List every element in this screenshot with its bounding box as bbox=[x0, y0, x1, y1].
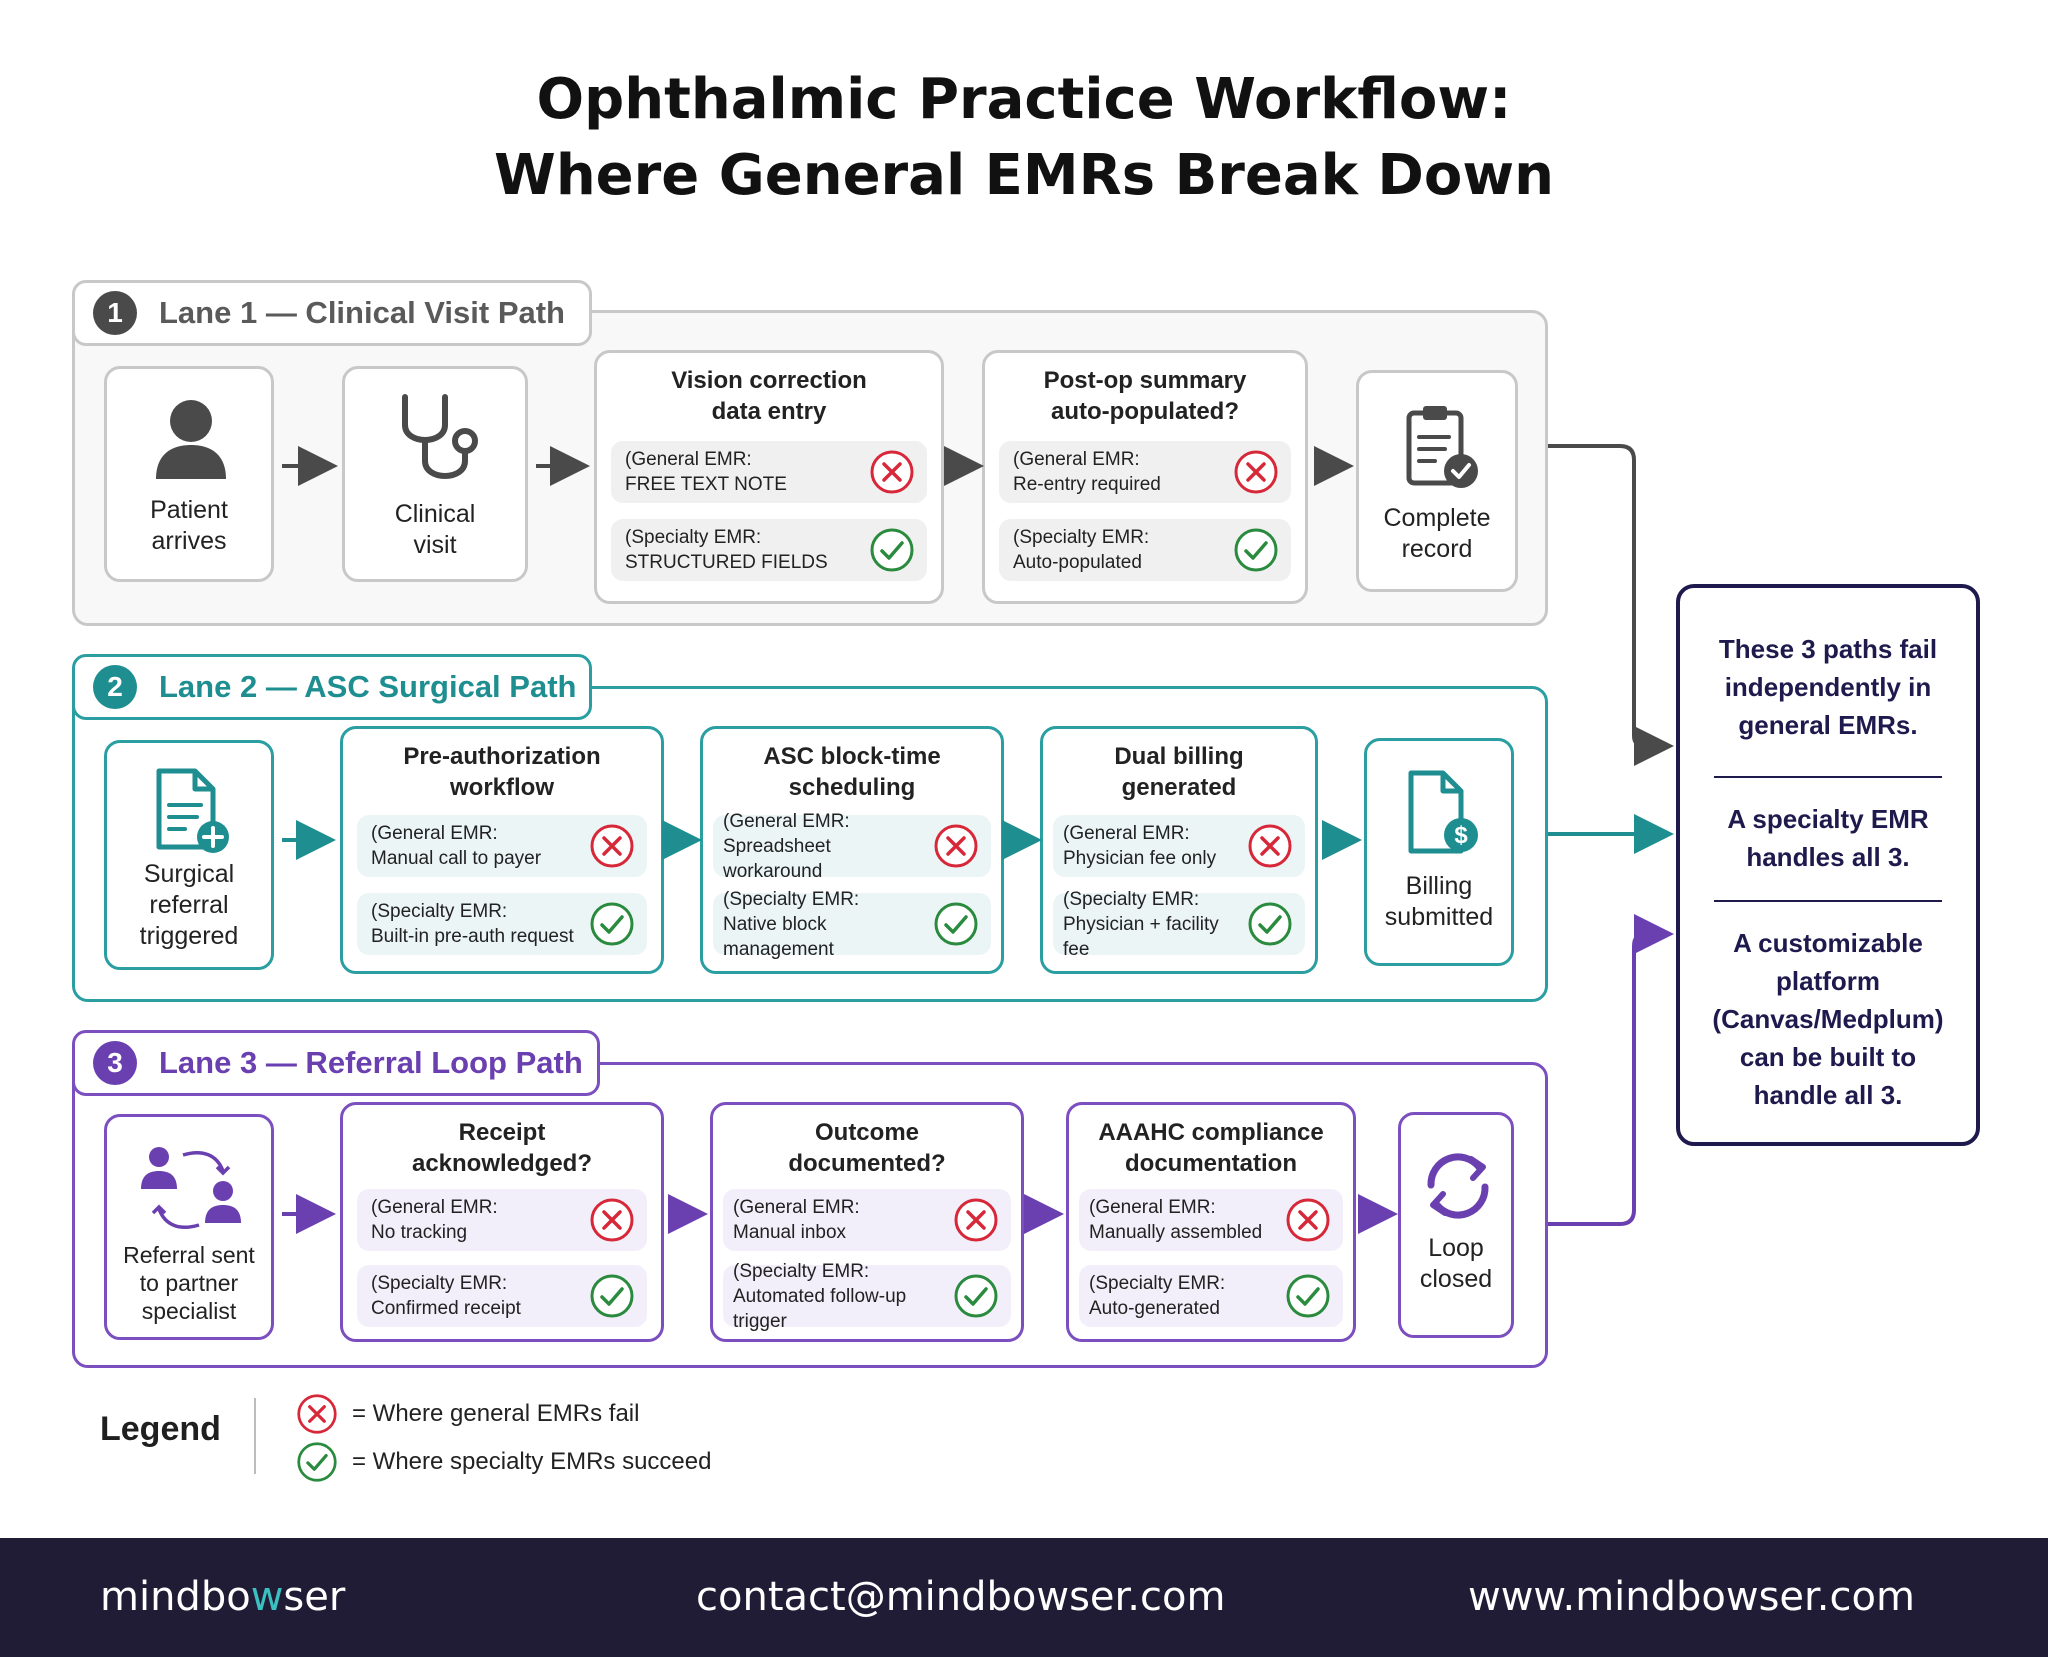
specialty-emr-row: (Specialty EMR: Auto-populated bbox=[999, 519, 1291, 581]
specialty-emr-row: (Specialty EMR: Automated follow-up trig… bbox=[723, 1261, 1011, 1332]
lane-1-tab: 1 Lane 1 — Clinical Visit Path bbox=[72, 280, 592, 346]
title-line-2: Where General EMRs Break Down bbox=[494, 143, 1554, 208]
general-emr-row: (General EMR: FREE TEXT NOTE bbox=[611, 441, 927, 503]
contact-email[interactable]: contact@mindbowser.com bbox=[696, 1574, 1226, 1620]
check-circle-icon bbox=[296, 1441, 338, 1483]
website-link[interactable]: www.mindbowser.com bbox=[1468, 1574, 1915, 1620]
step-post-op-summary: Post-op summary auto-populated? (General… bbox=[982, 350, 1308, 604]
person-icon bbox=[156, 400, 226, 479]
step-title: Receipt acknowledged? bbox=[411, 1119, 593, 1177]
step-dual-billing: Dual billing generated (General EMR: Phy… bbox=[1040, 726, 1318, 974]
complete-record-box: Complete record bbox=[1356, 370, 1518, 592]
footer: mindbowser contact@mindbowser.com www.mi… bbox=[0, 1538, 2048, 1657]
billing-submitted-label: Billing submitted bbox=[1384, 872, 1494, 931]
step-title: Post-op summary auto-populated? bbox=[1043, 367, 1247, 425]
lane-2-number: 2 bbox=[93, 665, 137, 709]
general-emr-row: (General EMR: Spreadsheet workaround bbox=[713, 811, 991, 882]
step-pre-authorization: Pre-authorization workflow (General EMR:… bbox=[340, 726, 664, 974]
complete-record-label: Complete record bbox=[1383, 504, 1491, 563]
step-title: Outcome documented? bbox=[788, 1119, 946, 1177]
patient-arrives-label: Patient arrives bbox=[150, 496, 228, 555]
general-emr-row: (General EMR: No tracking bbox=[357, 1189, 647, 1251]
lane-2-label: Lane 2 — ASC Surgical Path bbox=[159, 669, 577, 704]
general-emr-row: (General EMR: Manual call to payer bbox=[357, 815, 647, 877]
stethoscope-icon bbox=[402, 394, 478, 479]
referral-sent-label: Referral sent to partner specialist bbox=[123, 1242, 255, 1324]
lane-3-label: Lane 3 — Referral Loop Path bbox=[159, 1045, 583, 1080]
people-exchange-icon bbox=[141, 1147, 241, 1230]
specialty-emr-row: (Specialty EMR: Native block management bbox=[713, 889, 991, 960]
step-title: Pre-authorization workflow bbox=[403, 743, 601, 801]
specialty-emr-row: (Specialty EMR: STRUCTURED FIELDS bbox=[611, 519, 927, 581]
patient-arrives-box: Patient arrives bbox=[104, 366, 274, 582]
svg-text:$: $ bbox=[1454, 822, 1468, 849]
general-emr-row: (General EMR: Re-entry required bbox=[999, 441, 1291, 503]
connector-lane-1 bbox=[1548, 444, 1674, 766]
brand-logo: mindbowser bbox=[100, 1574, 346, 1620]
title-line-1: Ophthalmic Practice Workflow: bbox=[536, 67, 1512, 132]
clinical-visit-label: Clinical visit bbox=[394, 500, 476, 559]
lane-1-number: 1 bbox=[93, 291, 137, 335]
lane-1-label: Lane 1 — Clinical Visit Path bbox=[159, 295, 565, 330]
summary-specialty-text: A specialty EMR handles all 3. bbox=[1727, 804, 1929, 872]
step-receipt-acknowledged: Receipt acknowledged? (General EMR: No t… bbox=[340, 1102, 664, 1342]
connector-lane-3 bbox=[1548, 914, 1674, 1226]
surgical-referral-label: Surgical referral triggered bbox=[139, 860, 239, 950]
legend-succeed: = Where specialty EMRs succeed bbox=[296, 1440, 711, 1484]
legend-fail: = Where general EMRs fail bbox=[296, 1392, 639, 1436]
legend-title: Legend bbox=[100, 1410, 221, 1448]
referral-sent-box: Referral sent to partner specialist bbox=[104, 1114, 274, 1340]
summary-fail-text: These 3 paths fail independently in gene… bbox=[1718, 634, 1938, 740]
clinical-visit-box: Clinical visit bbox=[342, 366, 528, 582]
step-asc-block-time: ASC block-time scheduling (General EMR: … bbox=[700, 726, 1004, 974]
lane-2-tab: 2 Lane 2 — ASC Surgical Path bbox=[72, 654, 592, 720]
billing-submitted-box: $ Billing submitted bbox=[1364, 738, 1514, 966]
summary-box: These 3 paths fail independently in gene… bbox=[1676, 584, 1980, 1146]
lane-3-number: 3 bbox=[93, 1041, 137, 1085]
step-outcome-documented: Outcome documented? (General EMR: Manual… bbox=[710, 1102, 1024, 1342]
legend-divider bbox=[254, 1398, 256, 1474]
document-plus-icon bbox=[156, 768, 229, 853]
step-title: Vision correction data entry bbox=[671, 367, 867, 425]
document-dollar-icon: $ bbox=[1408, 770, 1478, 854]
general-emr-row: (General EMR: Manual inbox bbox=[723, 1189, 1011, 1251]
x-circle-icon bbox=[296, 1393, 338, 1435]
step-title: AAAHC compliance documentation bbox=[1098, 1119, 1324, 1177]
step-title: Dual billing generated bbox=[1114, 743, 1244, 801]
summary-divider bbox=[1714, 900, 1942, 902]
general-emr-row: (General EMR: Manually assembled bbox=[1079, 1189, 1343, 1251]
step-vision-correction: Vision correction data entry (General EM… bbox=[594, 350, 944, 604]
clipboard-check-icon bbox=[1406, 406, 1478, 488]
specialty-emr-row: (Specialty EMR: Confirmed receipt bbox=[357, 1265, 647, 1327]
loop-closed-label: Loop closed bbox=[1419, 1234, 1493, 1293]
summary-divider bbox=[1714, 776, 1942, 778]
loop-icon bbox=[1427, 1153, 1489, 1219]
step-aaahc-compliance: AAAHC compliance documentation (General … bbox=[1066, 1102, 1356, 1342]
general-emr-row: (General EMR: Physician fee only bbox=[1053, 815, 1305, 877]
step-title: ASC block-time scheduling bbox=[763, 743, 941, 801]
specialty-emr-row: (Specialty EMR: Built-in pre-auth reques… bbox=[357, 893, 647, 955]
specialty-emr-row: (Specialty EMR: Auto-generated bbox=[1079, 1265, 1343, 1327]
loop-closed-box: Loop closed bbox=[1398, 1112, 1514, 1338]
surgical-referral-box: Surgical referral triggered bbox=[104, 740, 274, 970]
lane-3-tab: 3 Lane 3 — Referral Loop Path bbox=[72, 1030, 600, 1096]
summary-platform-text: A customizable platform (Canvas/Medplum)… bbox=[1712, 928, 1944, 1110]
page-title: Ophthalmic Practice Workflow: Where Gene… bbox=[0, 62, 2048, 214]
specialty-emr-row: (Specialty EMR: Physician + facility fee bbox=[1053, 889, 1305, 960]
